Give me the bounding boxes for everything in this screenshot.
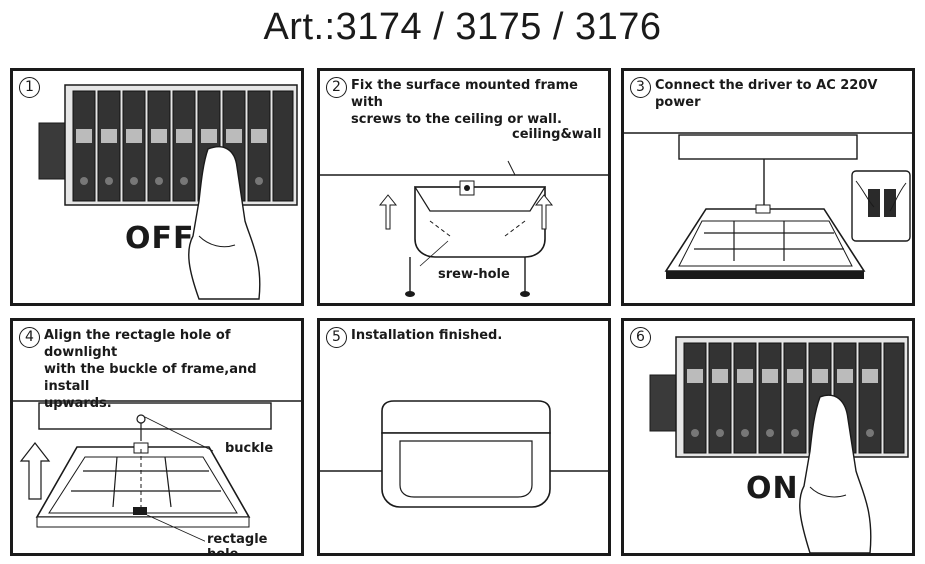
step-1-panel: 1 OFF (10, 68, 304, 306)
step-4-panel: 4 Align the rectagle hole of downlight w… (10, 318, 304, 556)
step-number: 4 (19, 327, 40, 348)
step-6-panel: 6 ON (621, 318, 915, 556)
step-3-panel: 3 Connect the driver to AC 220V power (621, 68, 915, 306)
step-2-panel: 2 Fix the surface mounted frame with scr… (317, 68, 611, 306)
frame-mount-illustration (320, 160, 608, 297)
step-6-header: 6 (630, 327, 651, 348)
page-title: Art.:3174 / 3175 / 3176 (263, 6, 662, 48)
step-number: 3 (630, 77, 651, 98)
step-instruction: Align the rectagle hole of downlight wit… (44, 328, 257, 411)
step-1-header: 1 (19, 77, 40, 98)
align-install-illustration (13, 400, 301, 544)
step-number: 2 (326, 77, 347, 98)
step-3-header: 3 Connect the driver to AC 220V power (630, 77, 912, 111)
step-instruction: Fix the surface mounted frame with screw… (351, 78, 578, 127)
finished-light-illustration (320, 400, 608, 508)
step-4-header: 4 Align the rectagle hole of downlight w… (19, 327, 301, 412)
label-buckle: buckle (223, 441, 276, 456)
label-screw-hole: srew-hole (436, 267, 512, 282)
label-ceiling-wall: ceiling&wall (510, 127, 604, 142)
driver-connection-illustration (624, 132, 912, 279)
breaker-off-illustration (38, 84, 298, 300)
breaker-on-illustration (649, 336, 909, 553)
step-instruction: Installation finished. (351, 328, 503, 343)
state-word-on: ON (746, 471, 799, 506)
step-2-header: 2 Fix the surface mounted frame with scr… (326, 77, 608, 128)
step-number: 5 (326, 327, 347, 348)
step-number: 6 (630, 327, 651, 348)
state-word-off: OFF (125, 221, 195, 256)
step-5-header: 5 Installation finished. (326, 327, 502, 348)
label-rectangle-hole: rectagle hole (205, 532, 301, 553)
step-instruction: Connect the driver to AC 220V power (655, 78, 878, 110)
step-5-panel: 5 Installation finished. (317, 318, 611, 556)
step-number: 1 (19, 77, 40, 98)
